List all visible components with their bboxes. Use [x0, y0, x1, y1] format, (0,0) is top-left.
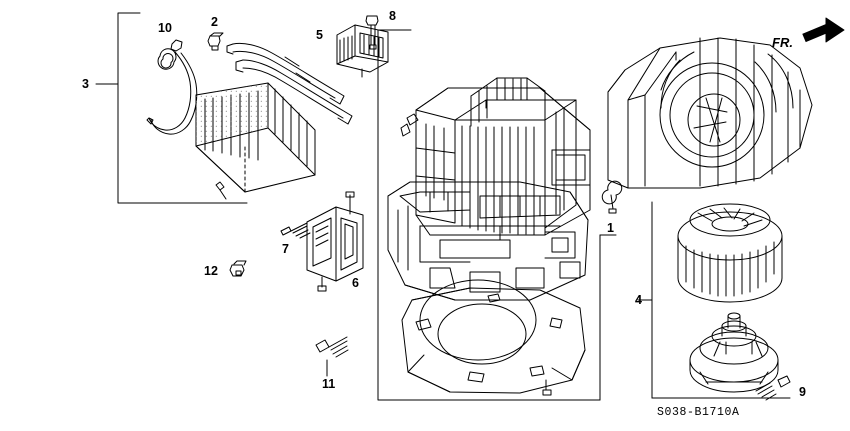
- part-12-grommet: [229, 260, 247, 277]
- callout-8: 8: [389, 9, 396, 23]
- callout-2: 2: [211, 15, 218, 29]
- part-1-clip: [601, 180, 623, 214]
- part-blower-case-upper: [400, 77, 591, 236]
- callout-3: 3: [82, 77, 89, 91]
- callout-12: 12: [204, 264, 218, 278]
- callout-5: 5: [316, 28, 323, 42]
- part-4-fan-wheel: [677, 203, 783, 303]
- callout-7: 7: [282, 242, 289, 256]
- group-bracket-3: [95, 12, 248, 204]
- part-blower-case-base: [401, 279, 586, 396]
- callout-10: 10: [158, 21, 172, 35]
- part-6-resistor: [306, 191, 364, 292]
- part-blower-housing: [607, 37, 813, 189]
- front-direction-label: FR.: [772, 35, 793, 50]
- front-direction-arrow: [802, 17, 845, 43]
- part-4-motor: [689, 312, 779, 393]
- part-blower-case-lower: [387, 181, 589, 301]
- diagram-part-code: S038-B1710A: [657, 406, 740, 419]
- part-9-screw: [755, 375, 791, 401]
- callout-4: 4: [635, 293, 642, 307]
- group-bracket-4: [637, 201, 791, 399]
- part-11-screw: [315, 336, 349, 377]
- callout-1: 1: [607, 221, 614, 235]
- callout-11: 11: [322, 377, 336, 391]
- part-2-clamp: [207, 32, 224, 51]
- part-8-bolt: [365, 15, 379, 50]
- part-10-clamp: [146, 39, 198, 135]
- part-7-screw: [215, 181, 311, 239]
- callout-6: 6: [352, 276, 359, 290]
- part-pipes: [226, 42, 353, 125]
- callout-9: 9: [799, 385, 806, 399]
- part-5-bracket: [336, 24, 389, 78]
